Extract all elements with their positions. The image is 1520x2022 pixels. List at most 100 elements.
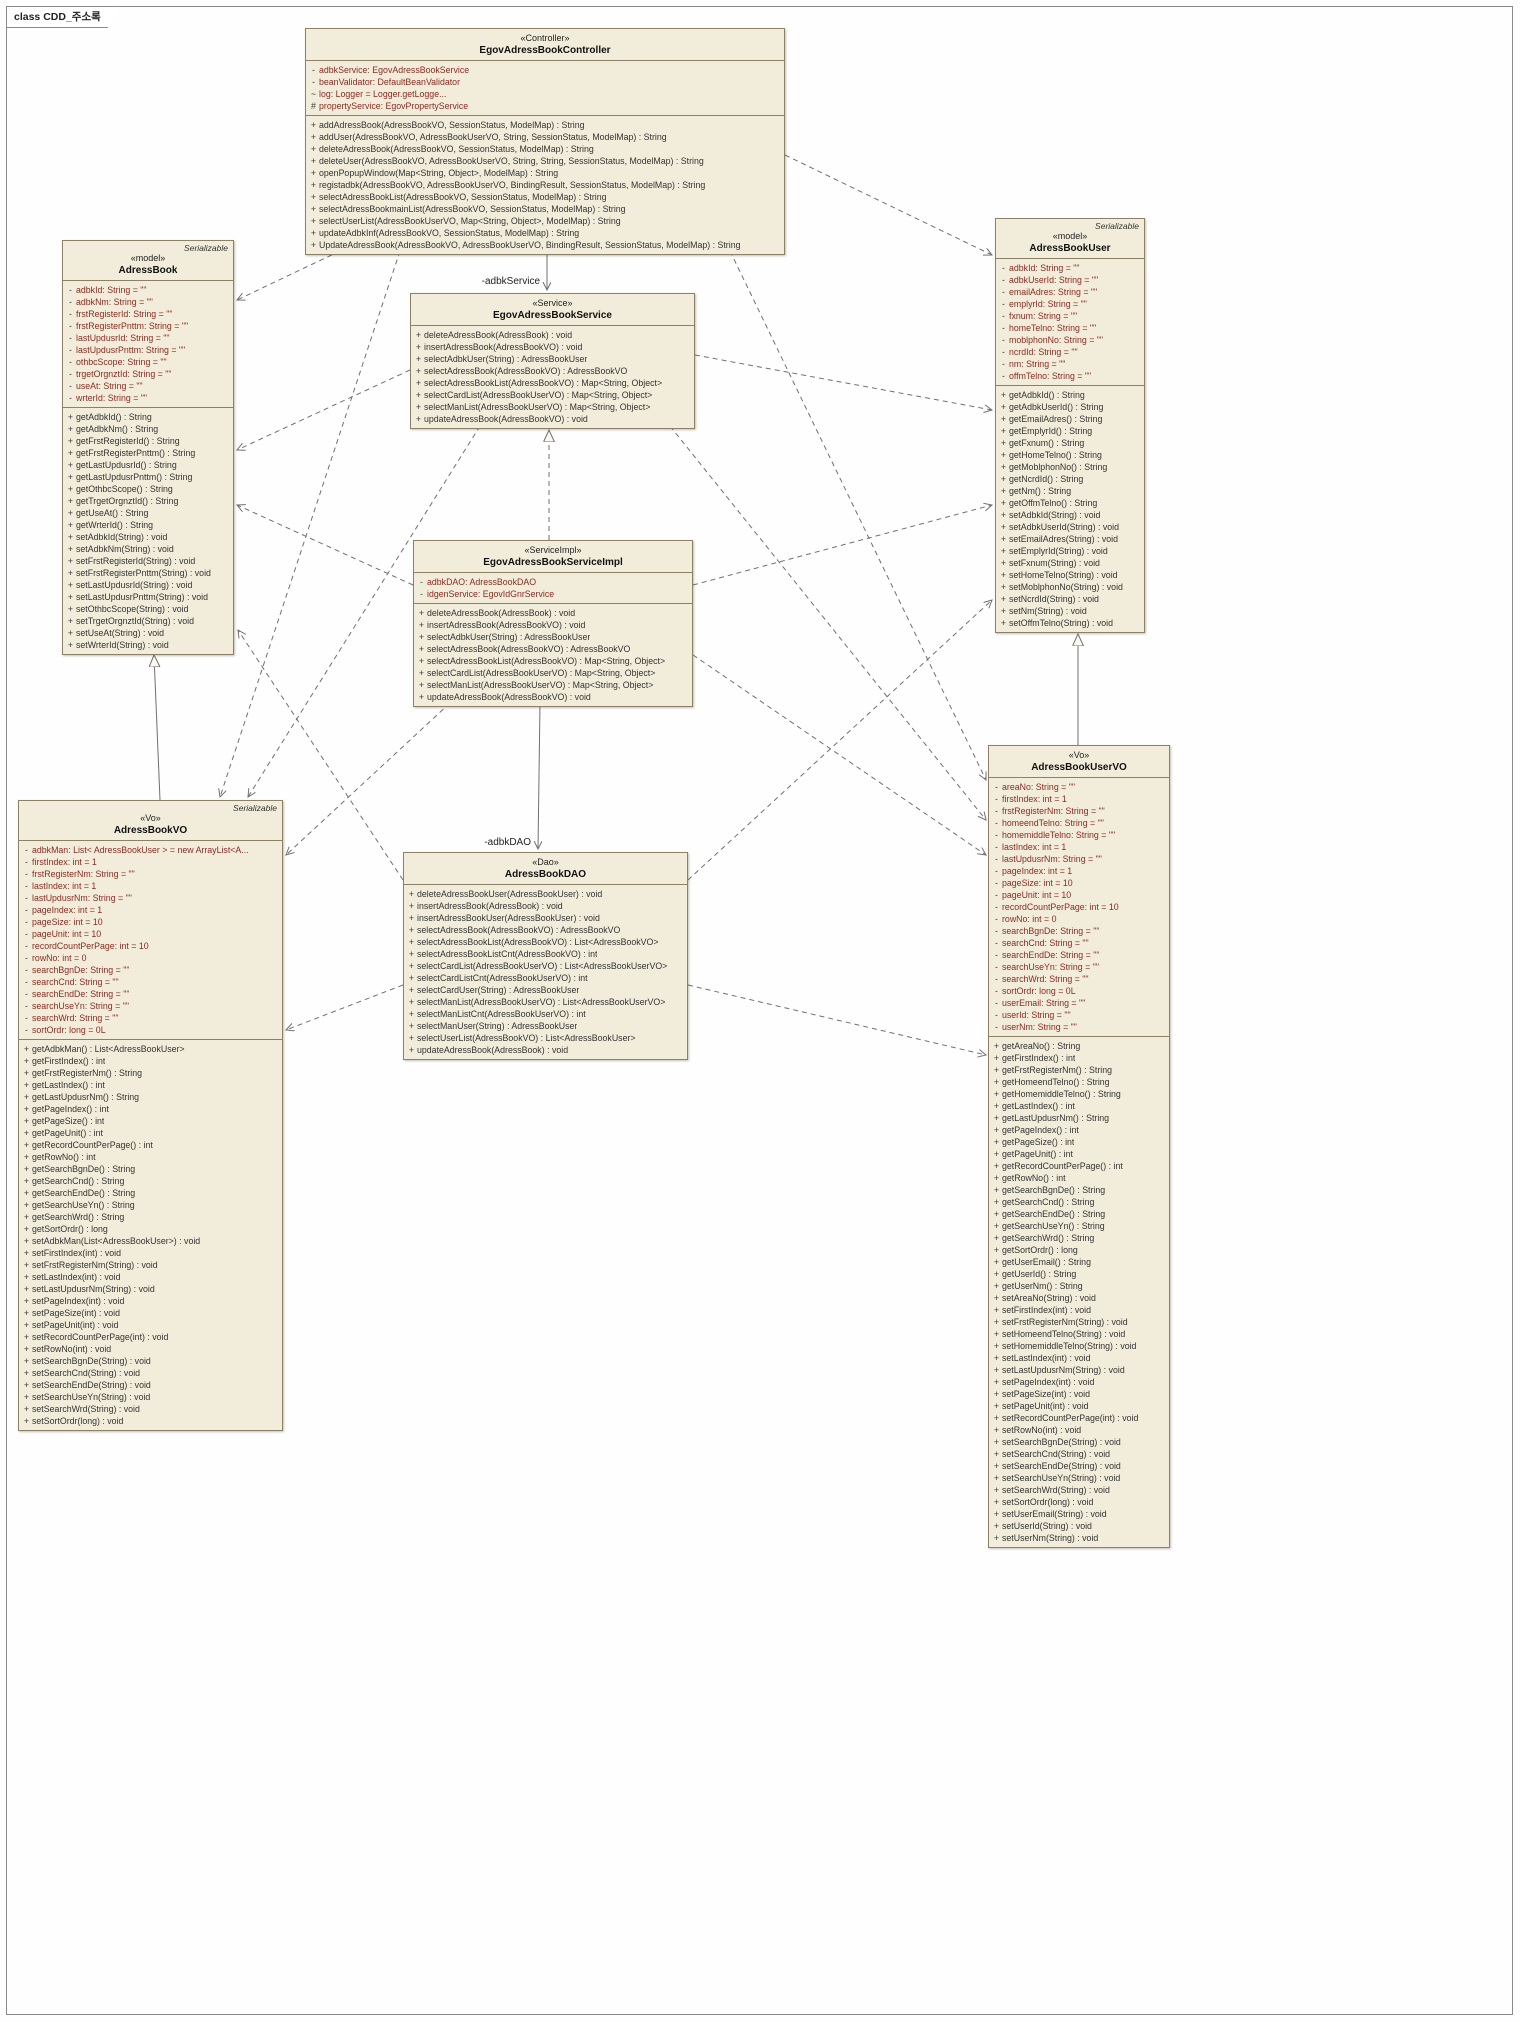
class-method: +selectManUser(String) : AdressBookUser [404, 1020, 687, 1032]
visibility-marker: + [993, 1341, 1000, 1351]
edge-dep-dao-adressbook[interactable] [238, 630, 404, 881]
attributes-compartment: -adbkDAO: AdressBookDAO-idgenService: Eg… [414, 572, 692, 603]
edge-dep-service-adressbookuservo[interactable] [669, 425, 986, 820]
class-method: +setSearchUseYn(String) : void [19, 1391, 282, 1403]
class-method: +getAdbkUserId() : String [996, 401, 1144, 413]
class-method: +setAdbkId(String) : void [63, 531, 233, 543]
class-method: +getPageIndex() : int [19, 1103, 282, 1115]
class-method: +getFirstIndex() : int [19, 1055, 282, 1067]
class-attribute: -adbkMan: List< AdressBookUser > = new A… [19, 844, 282, 856]
class-method: +getFxnum() : String [996, 437, 1144, 449]
class-method: +getFrstRegisterPnttm() : String [63, 447, 233, 459]
visibility-marker: - [1002, 347, 1005, 357]
class-method: +setAdbkMan(List<AdressBookUser>) : void [19, 1235, 282, 1247]
class-method: +insertAdressBook(AdressBook) : void [404, 900, 687, 912]
methods-compartment: +addAdressBook(AdressBookVO, SessionStat… [306, 115, 784, 254]
class-method: +getSortOrdr() : long [19, 1223, 282, 1235]
edge-dep-dao-adressbookvo[interactable] [286, 984, 404, 1030]
edge-dep-serviceimpl-adressbook[interactable] [237, 505, 414, 586]
visibility-marker: + [993, 1473, 1000, 1483]
visibility-marker: + [418, 656, 425, 666]
edge-dep-controller-adressbookvo[interactable] [220, 250, 401, 797]
class-box-EgovAdressBookController[interactable]: «Controller»EgovAdressBookController-adb… [305, 28, 785, 255]
visibility-marker: - [995, 794, 998, 804]
class-method: +selectManList(AdressBookUserVO) : List<… [404, 996, 687, 1008]
visibility-marker: - [69, 285, 72, 295]
edge-dep-controller-adressbookuser[interactable] [784, 154, 992, 255]
visibility-marker: + [408, 1045, 415, 1055]
class-method: +selectAdressBookList(AdressBookVO) : Li… [404, 936, 687, 948]
class-method: +setFirstIndex(int) : void [19, 1247, 282, 1259]
class-header: «Vo»AdressBookUserVO [989, 746, 1169, 777]
class-attribute: -adbkNm: String = "" [63, 296, 233, 308]
class-box-AdressBook[interactable]: Serializable«model»AdressBook-adbkId: St… [62, 240, 234, 655]
class-attribute: -searchCnd: String = "" [19, 976, 282, 988]
class-method: +selectCardList(AdressBookUserVO) : Map<… [411, 389, 694, 401]
edge-dep-service-adressbookvo[interactable] [248, 425, 481, 797]
visibility-marker: + [418, 680, 425, 690]
visibility-marker: - [995, 854, 998, 864]
edge-vo-adressbook-generalization[interactable] [154, 655, 160, 801]
edge-dep-service-adressbook[interactable] [237, 369, 411, 450]
edge-dep-controller-adressbookuservo[interactable] [729, 250, 986, 780]
class-method: +setPageUnit(int) : void [19, 1319, 282, 1331]
edge-dep-controller-adressbook[interactable] [237, 250, 341, 300]
class-box-AdressBookUser[interactable]: Serializable«model»AdressBookUser-adbkId… [995, 218, 1145, 633]
edge-dep-serviceimpl-adressbookuservo[interactable] [692, 654, 986, 855]
class-method: +getSearchEndDe() : String [989, 1208, 1169, 1220]
visibility-marker: + [408, 961, 415, 971]
class-attribute: -userEmail: String = "" [989, 997, 1169, 1009]
class-stereotype: «ServiceImpl» [524, 545, 582, 555]
class-name: EgovAdressBookService [493, 310, 612, 321]
edge-dep-dao-adressbookuservo[interactable] [687, 984, 986, 1055]
class-box-AdressBookDAO[interactable]: «Dao»AdressBookDAO+deleteAdressBookUser(… [403, 852, 688, 1060]
visibility-marker: + [23, 1392, 30, 1402]
class-box-EgovAdressBookServiceImpl[interactable]: «ServiceImpl»EgovAdressBookServiceImpl-a… [413, 540, 693, 707]
edge-dep-serviceimpl-adressbookuser[interactable] [692, 505, 992, 586]
edge-serviceimpl-dao-association[interactable] [538, 702, 540, 849]
class-method: +setLastIndex(int) : void [19, 1271, 282, 1283]
class-method: +setFrstRegisterNm(String) : void [989, 1316, 1169, 1328]
visibility-marker: + [23, 1308, 30, 1318]
class-attribute: #propertyService: EgovPropertyService [306, 100, 784, 112]
class-method: +setUserId(String) : void [989, 1520, 1169, 1532]
class-box-AdressBookUserVO[interactable]: «Vo»AdressBookUserVO-areaNo: String = ""… [988, 745, 1170, 1548]
class-method: +getFrstRegisterId() : String [63, 435, 233, 447]
class-method: +getPageUnit() : int [19, 1127, 282, 1139]
visibility-marker: + [23, 1368, 30, 1378]
class-method: +deleteAdressBook(AdressBook) : void [414, 607, 692, 619]
edge-dep-serviceimpl-adressbookvo[interactable] [286, 702, 451, 855]
visibility-marker: + [993, 1425, 1000, 1435]
visibility-marker: + [67, 448, 74, 458]
class-attribute: -searchWrd: String = "" [19, 1012, 282, 1024]
edge-dep-dao-adressbookuser[interactable] [687, 600, 992, 881]
class-attribute: -searchUseYn: String = "" [989, 961, 1169, 973]
class-method: +setLastUpdusrId(String) : void [63, 579, 233, 591]
class-stereotype: «Service» [532, 298, 573, 308]
visibility-marker: - [995, 782, 998, 792]
class-method: +setHomeTelno(String) : void [996, 569, 1144, 581]
class-method: +insertAdressBook(AdressBookVO) : void [411, 341, 694, 353]
class-method: +getLastUpdusrNm() : String [989, 1112, 1169, 1124]
visibility-marker: + [415, 414, 422, 424]
class-box-AdressBookVO[interactable]: Serializable«Vo»AdressBookVO-adbkMan: Li… [18, 800, 283, 1431]
class-method: +selectAdressBookList(AdressBookVO, Sess… [306, 191, 784, 203]
class-attribute: -moblphonNo: String = "" [996, 334, 1144, 346]
class-header: «Service» EgovAdressBookService [411, 294, 694, 325]
class-attribute: -lastUpdusrNm: String = "" [989, 853, 1169, 865]
class-box-EgovAdressBookService[interactable]: «Service»EgovAdressBookService+deleteAdr… [410, 293, 695, 429]
visibility-marker: + [67, 592, 74, 602]
class-method: +getHomeTelno() : String [996, 449, 1144, 461]
class-attribute: -rowNo: int = 0 [989, 913, 1169, 925]
visibility-marker: + [993, 1221, 1000, 1231]
class-method: +getEmplyrId() : String [996, 425, 1144, 437]
visibility-marker: + [408, 1021, 415, 1031]
class-attribute: -nm: String = "" [996, 358, 1144, 370]
visibility-marker: + [993, 1305, 1000, 1315]
class-method: +getSearchWrd() : String [989, 1232, 1169, 1244]
class-method: +setLastUpdusrNm(String) : void [989, 1364, 1169, 1376]
edge-dep-service-adressbookuser[interactable] [694, 354, 992, 410]
class-method: +setWrterId(String) : void [63, 639, 233, 651]
visibility-marker: + [408, 997, 415, 1007]
class-method: +setAdbkId(String) : void [996, 509, 1144, 521]
